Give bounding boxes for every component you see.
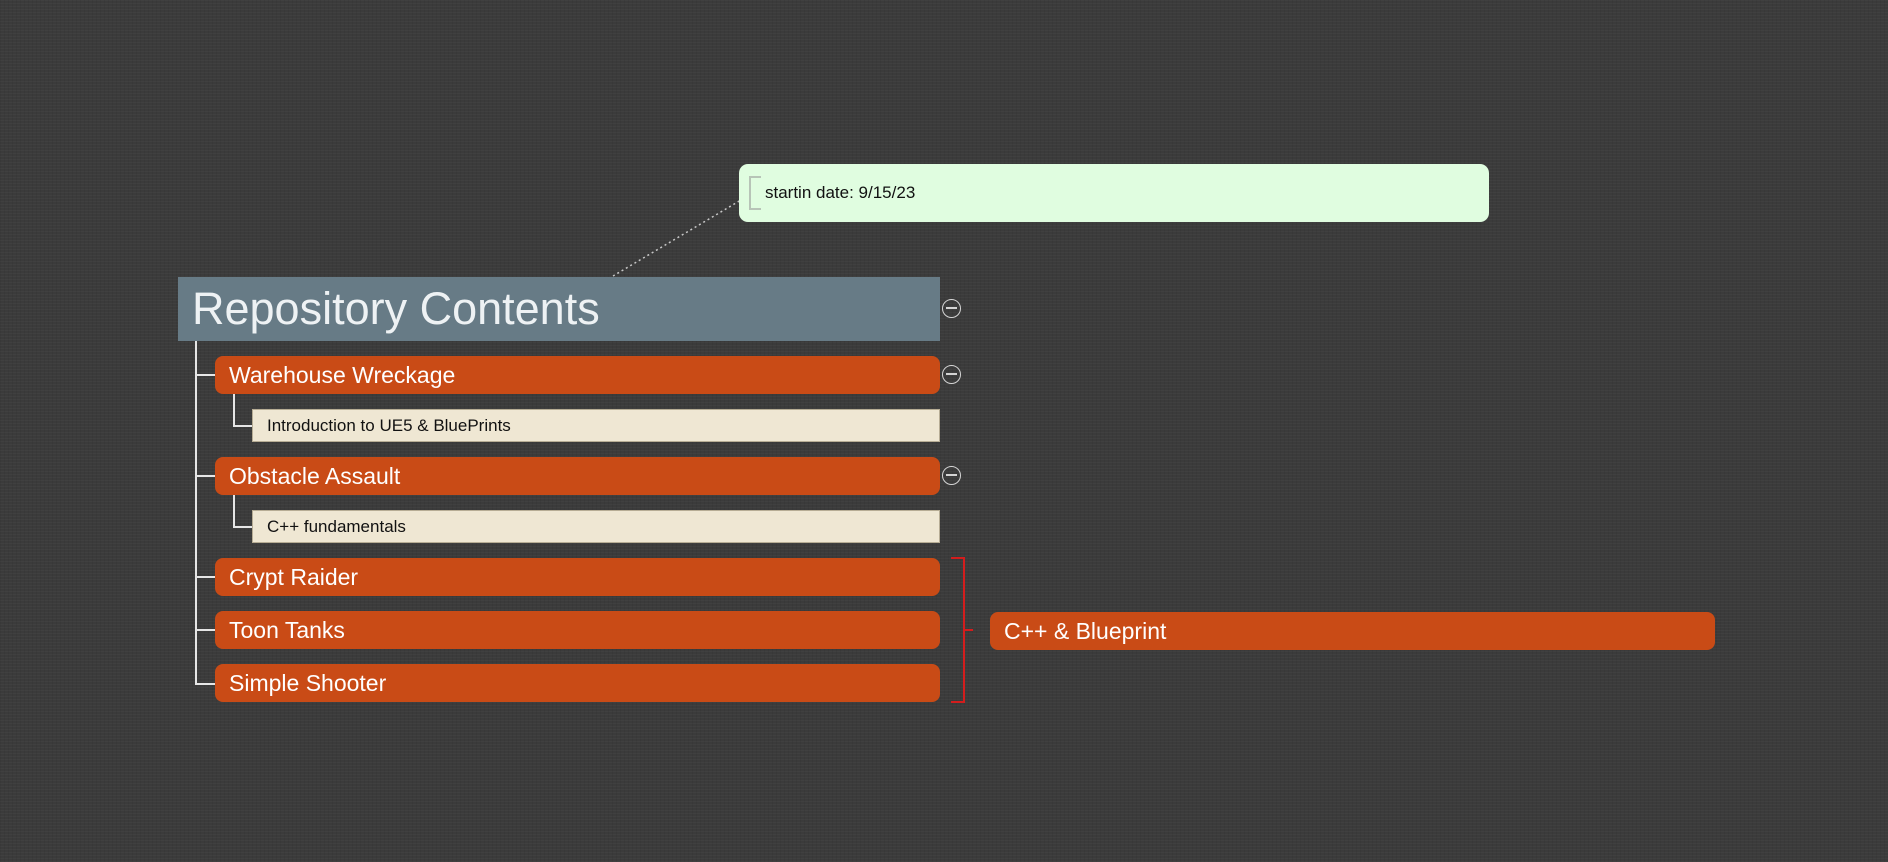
root-topic-title: Repository Contents (192, 283, 600, 334)
topic-label: Crypt Raider (229, 564, 359, 590)
collapse-warehouse-icon[interactable] (942, 365, 961, 384)
summary-label: C++ & Blueprint (1004, 618, 1167, 644)
topic-toon-tanks[interactable]: Toon Tanks (215, 611, 940, 649)
sub-branch-line-1a (233, 394, 235, 427)
tree-trunk-line (195, 341, 197, 685)
summary-bracket-bottom (951, 701, 965, 703)
topic-label: Simple Shooter (229, 670, 387, 696)
topic-crypt-raider[interactable]: Crypt Raider (215, 558, 940, 596)
collapse-root-icon[interactable] (942, 299, 961, 318)
sub-branch-line-2b (233, 526, 252, 528)
callout-note[interactable]: startin date: 9/15/23 (739, 164, 1489, 222)
subtopic-label: C++ fundamentals (267, 517, 406, 536)
callout-note-text: startin date: 9/15/23 (765, 183, 916, 202)
topic-label: Toon Tanks (229, 617, 345, 643)
subtopic-label: Introduction to UE5 & BluePrints (267, 416, 511, 435)
subtopic-cpp-fundamentals[interactable]: C++ fundamentals (252, 510, 940, 543)
summary-bracket-tick (963, 629, 973, 631)
subtopic-intro-ue5[interactable]: Introduction to UE5 & BluePrints (252, 409, 940, 442)
topic-simple-shooter[interactable]: Simple Shooter (215, 664, 940, 702)
summary-topic[interactable]: C++ & Blueprint (990, 612, 1715, 650)
topic-obstacle-assault[interactable]: Obstacle Assault (215, 457, 940, 495)
note-bracket-icon (749, 176, 761, 210)
branch-line-4 (195, 629, 215, 631)
sub-branch-line-1b (233, 425, 252, 427)
branch-line-5 (195, 683, 215, 685)
topic-label: Warehouse Wreckage (229, 362, 456, 388)
sub-branch-line-2a (233, 495, 235, 528)
branch-line-2 (195, 475, 215, 477)
branch-line-1 (195, 374, 215, 376)
branch-line-3 (195, 576, 215, 578)
topic-label: Obstacle Assault (229, 463, 401, 489)
summary-bracket-top (951, 557, 965, 559)
collapse-obstacle-icon[interactable] (942, 466, 961, 485)
topic-warehouse-wreckage[interactable]: Warehouse Wreckage (215, 356, 940, 394)
root-topic[interactable]: Repository Contents (178, 277, 940, 341)
